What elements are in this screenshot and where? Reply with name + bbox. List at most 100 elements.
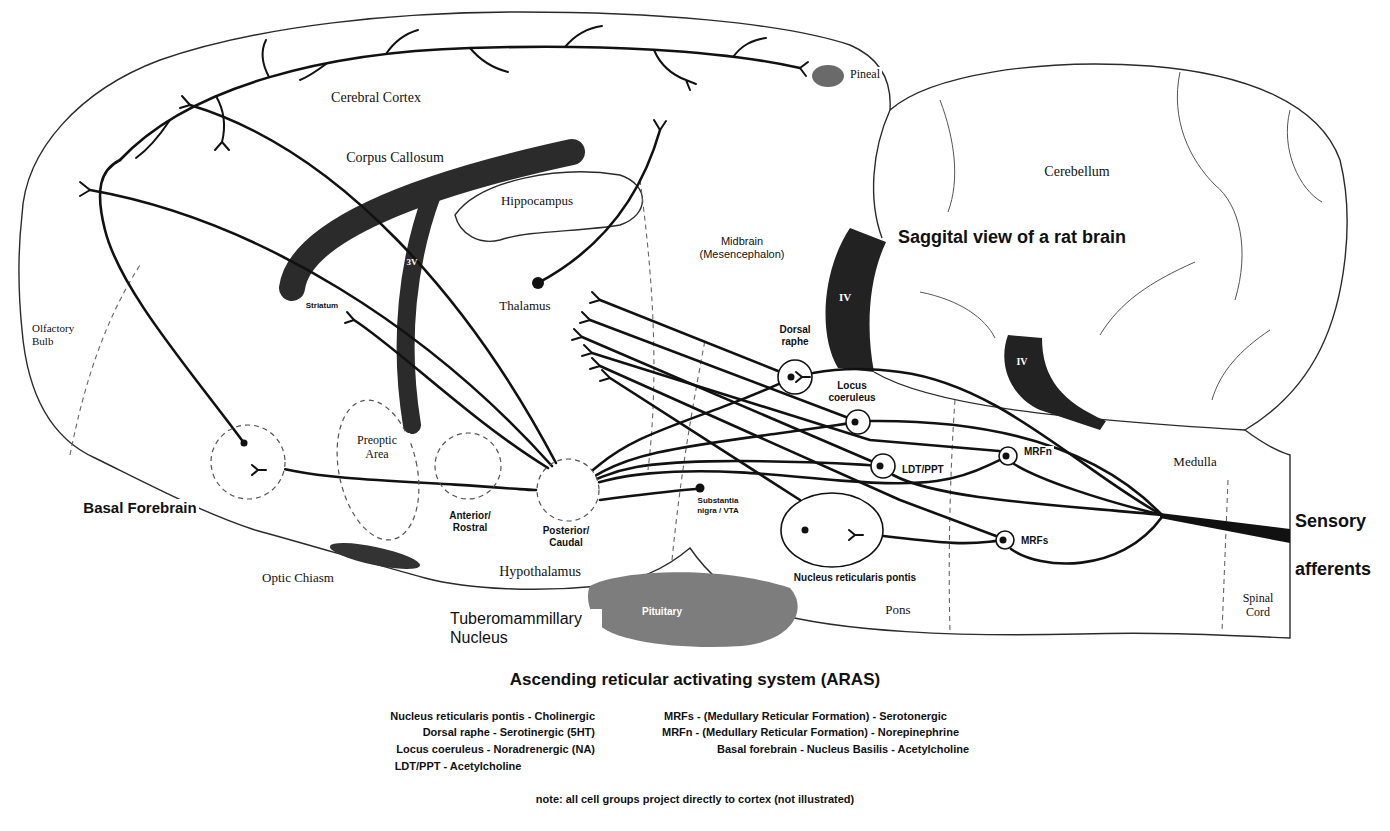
nucleus-outline: [999, 447, 1017, 465]
afferent-fiber: [871, 421, 1162, 515]
region-label: Olfactory Bulb: [30, 322, 89, 348]
fiber-terminal: [796, 372, 810, 382]
fiber-terminal: [572, 329, 582, 340]
cortical-branch: [136, 120, 170, 158]
node-outline: [995, 530, 1015, 550]
cell-group-region: Posterior/ Caudal: [536, 458, 600, 522]
node-outline: [845, 409, 871, 435]
figure-title: Ascending reticular activating system (A…: [508, 670, 882, 690]
node-outline: [777, 359, 813, 395]
region-label: Thalamus: [497, 298, 552, 314]
pituitary-gland: [588, 572, 798, 647]
nucleus-circle: Dorsal raphe: [777, 359, 813, 395]
cerebellum-folium: [940, 100, 955, 212]
cortical-branch: [262, 40, 269, 77]
dashed-region-outline: [211, 425, 285, 499]
key-entry: Nucleus reticularis pontis - Cholinergic: [388, 710, 597, 723]
cell-body-dot: [852, 419, 859, 426]
cortical-branch: [300, 64, 326, 80]
cerebellum-folium: [1287, 110, 1322, 202]
region-border: [640, 180, 654, 470]
ventricle-label: IV: [839, 291, 851, 304]
dashed-region-outline: [325, 392, 431, 547]
fiber-terminal: [582, 345, 592, 356]
cerebellum-folium: [1212, 330, 1270, 400]
nucleus-circle: LDT/PPT: [870, 453, 896, 479]
thalamic-fiber: [590, 320, 846, 417]
cortical-branch: [654, 50, 696, 90]
nucleus-ellipse: Nucleus reticularis pontis: [780, 492, 884, 568]
node-outline: [210, 424, 286, 500]
region-label: Spinal Cord: [1236, 591, 1280, 620]
afferent-bundle: [1160, 513, 1290, 543]
nucleus-outline: [996, 531, 1014, 549]
cell-body-dot: [802, 527, 809, 534]
cell-body-dot: [788, 374, 795, 381]
pineal-gland: [812, 65, 844, 87]
key-entry: MRFs - (Medullary Reticular Formation) -…: [662, 710, 949, 723]
dashed-region-outline: [435, 433, 501, 499]
cell-body-dot: [877, 463, 884, 470]
fiber-terminal: [600, 370, 610, 381]
dashed-region-outline: [537, 459, 599, 521]
afferent-fiber: [1014, 464, 1162, 515]
cortical-branch: [470, 48, 508, 72]
ventricle-label: 3V: [407, 257, 418, 268]
nucleus-circle: Locus coeruleus: [845, 409, 871, 435]
node-label: Anterior/ Rostral: [441, 510, 500, 534]
thalamic-fiber: [600, 300, 778, 371]
key-entry: Dorsal raphe - Serotinergic (5HT): [421, 726, 597, 739]
region-label: Striatum: [304, 301, 340, 311]
cerebellum-border: [874, 110, 890, 238]
fourth-ventricle: [826, 228, 887, 372]
region-label: Corpus Callosum: [344, 150, 446, 167]
key-entry: Basal forebrain - Nucleus Basilis - Acet…: [715, 743, 971, 756]
region-label: Cerebellum: [1042, 164, 1111, 181]
fiber-terminal: [252, 465, 266, 475]
node-label: Nucleus reticularis pontis: [792, 572, 918, 584]
cortical-fiber: [120, 47, 800, 160]
cortical-branch: [386, 30, 418, 54]
basal-forebrain-fiber: [100, 160, 244, 443]
node-label: Basal Forebrain: [81, 499, 198, 517]
region-label: Optic Chiasm: [260, 570, 336, 586]
nucleus-outline: [871, 454, 895, 478]
node-outline: [536, 458, 600, 522]
node-label: LDT/PPT: [900, 464, 946, 476]
key-entry: LDT/PPT - Acetylcholine: [393, 760, 524, 773]
region-border: [949, 400, 955, 632]
nucleus-outline: [846, 410, 870, 434]
cell-group-region: Basal Forebrain: [210, 424, 286, 500]
fiber-terminal: [180, 96, 190, 108]
hypothalamic-fiber: [90, 190, 552, 466]
fiber-terminal: [80, 182, 90, 196]
region-label: Pineal: [848, 67, 882, 81]
ventricle-label: IV: [1016, 356, 1027, 368]
cell-body-dot: [1003, 453, 1010, 460]
cortical-branch: [565, 26, 602, 47]
fiber-terminal: [590, 358, 600, 369]
nucleus-circle: MRFs: [995, 530, 1015, 550]
node-outline: [870, 453, 896, 479]
afferent-fiber: [813, 369, 1162, 515]
node-outline: [434, 432, 502, 500]
hippocampus-outline: [455, 172, 643, 241]
connector-group: [285, 384, 999, 543]
node-outline: [338, 398, 418, 542]
view-caption: Saggital view of a rat brain: [896, 227, 1128, 249]
region-label: Tuberomammillary Nucleus: [448, 609, 602, 647]
node-label: Posterior/ Caudal: [537, 525, 596, 549]
fiber-terminal: [590, 292, 600, 303]
fiber-terminal: [849, 530, 863, 540]
region-label: Hypothalamus: [497, 564, 583, 581]
nucleus-outline: [778, 360, 812, 394]
region-label: Medulla: [1171, 454, 1218, 470]
cortical-fiber: [800, 62, 808, 76]
nucleus-circle: MRFn: [998, 446, 1018, 466]
fiber-connector: [593, 384, 779, 470]
